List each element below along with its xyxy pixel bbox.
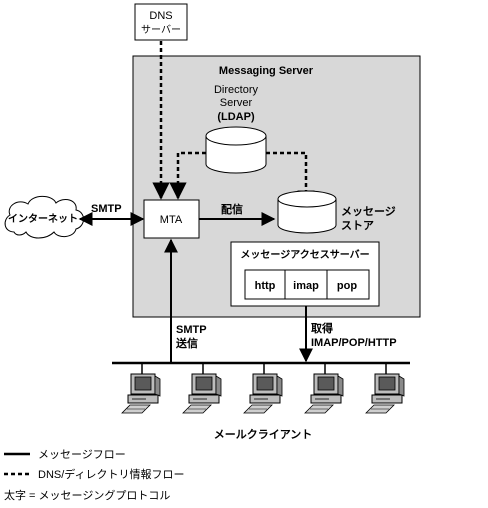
legend-dashed-label: DNS/ディレクトリ情報フロー xyxy=(38,467,185,481)
directory-to-mta-arrow xyxy=(169,151,206,200)
protocol-imap: imap xyxy=(293,280,319,292)
internet-label: インターネット xyxy=(8,213,78,225)
delivery-label: 配信 xyxy=(221,202,243,216)
smtp-label: SMTP xyxy=(91,203,122,215)
directory-server-ldap: (LDAP) xyxy=(217,111,255,123)
dns-server-box xyxy=(134,3,188,41)
message-store-cylinder xyxy=(277,190,337,234)
computer-icon xyxy=(243,363,283,414)
mta-label: MTA xyxy=(160,214,183,226)
smtp-send-label-2: 送信 xyxy=(175,336,198,350)
internet-cloud xyxy=(4,195,84,239)
protocol-row xyxy=(244,269,370,300)
messaging-server-title: Messaging Server xyxy=(219,65,314,77)
message-access-server-title: メッセージアクセスサーバー xyxy=(240,249,369,261)
retrieve-label-2: IMAP/POP/HTTP xyxy=(311,337,397,349)
computer-icon xyxy=(121,363,161,414)
mail-clients-label: メールクライアント xyxy=(214,428,313,441)
protocol-pop: pop xyxy=(337,280,357,292)
computer-icon xyxy=(182,363,222,414)
directory-server-label-2: Server xyxy=(220,97,253,109)
directory-server-label: Directory xyxy=(214,84,259,96)
message-store-label: メッセージ xyxy=(341,205,396,218)
message-store-label-2: ストア xyxy=(341,219,374,232)
mail-clients xyxy=(121,363,405,414)
protocol-http: http xyxy=(255,280,276,292)
legend-bold-label: 太字 = メッセージングプロトコル xyxy=(4,488,170,502)
smtp-send-label: SMTP xyxy=(176,324,207,336)
directory-server-cylinder xyxy=(205,126,267,174)
retrieve-label: 取得 xyxy=(311,321,333,335)
dns-label-2: サーバー xyxy=(141,24,181,36)
dns-label: DNS xyxy=(149,10,172,22)
legend-solid-label: メッセージフロー xyxy=(38,448,126,461)
computer-icon xyxy=(304,363,344,414)
computer-icon xyxy=(365,363,405,414)
